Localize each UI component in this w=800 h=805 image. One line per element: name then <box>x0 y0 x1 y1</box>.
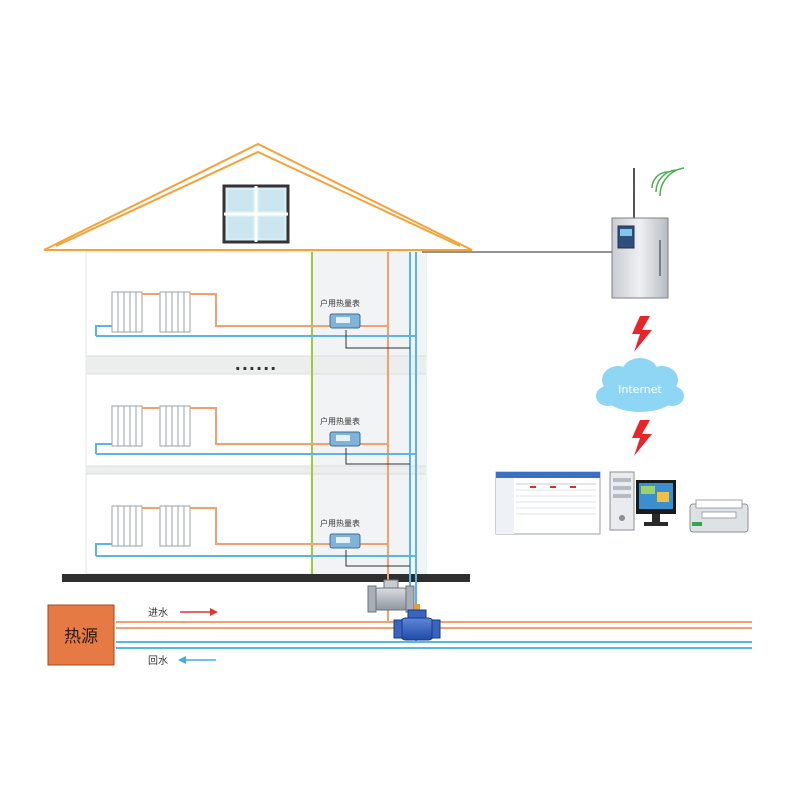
printer-icon <box>689 499 749 533</box>
radiator <box>111 405 143 447</box>
building-heat-meter <box>367 579 415 613</box>
heat-source-box <box>47 604 115 666</box>
floor-ellipsis: ...... <box>235 355 277 374</box>
monitor-icon <box>636 480 676 526</box>
return-label: 回水 <box>148 655 168 667</box>
radiator <box>159 505 191 547</box>
floor-bottom: 户用热量表 <box>95 505 416 567</box>
ground-slab <box>62 574 470 582</box>
heat-meter <box>329 533 361 549</box>
concentrator-cabinet <box>611 167 685 299</box>
heat-meter-label: 户用热量表 <box>320 416 360 426</box>
heat-meter-label: 户用热量表 <box>320 298 360 308</box>
radiator <box>111 291 143 333</box>
software-screenshot <box>495 471 601 535</box>
roof <box>43 142 473 251</box>
internet-cloud-icon <box>596 358 684 412</box>
radiator <box>111 505 143 547</box>
wireless-link-icon <box>632 420 652 456</box>
heat-source-label: 热源 <box>64 627 98 647</box>
heat-meter-label: 户用热量表 <box>320 518 360 528</box>
attic-window <box>222 184 290 244</box>
building <box>85 251 427 575</box>
balancing-valve <box>393 604 441 641</box>
radiator <box>159 405 191 447</box>
heat-meter <box>329 431 361 447</box>
computer-tower-icon <box>609 471 635 531</box>
wireless-link-icon <box>632 316 652 352</box>
floor-middle: 户用热量表 <box>95 405 416 465</box>
supply-label: 进水 <box>148 607 168 619</box>
heat-meter <box>329 313 361 329</box>
floor-top: 户用热量表 <box>95 291 416 349</box>
radiator <box>159 291 191 333</box>
supply-arrow-icon <box>180 608 218 616</box>
risers <box>387 252 417 600</box>
internet-label: Internet <box>618 383 662 396</box>
return-arrow-icon <box>178 656 216 664</box>
